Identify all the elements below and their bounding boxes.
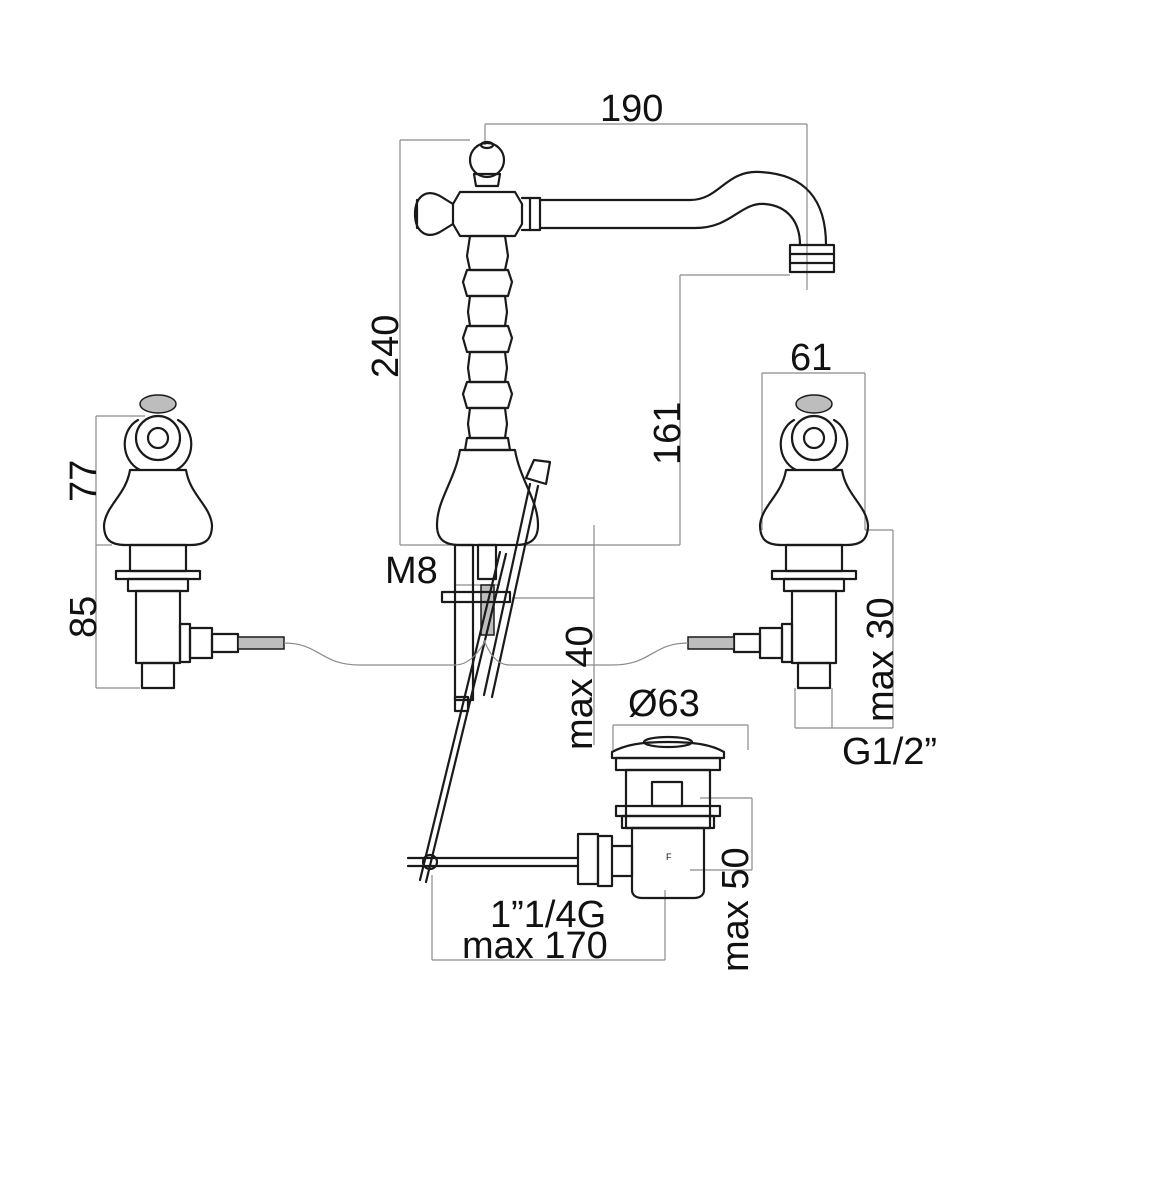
dim-valve-connection: G1/2”: [842, 731, 937, 773]
dim-handle-height: 77: [63, 460, 105, 502]
spout-body: [413, 140, 836, 884]
dim-mounting-thread: M8: [385, 550, 438, 592]
right-valve: [687, 394, 870, 690]
svg-text:F: F: [666, 852, 672, 862]
dim-spout-height: 161: [647, 402, 689, 465]
dim-max-drain-height: max 50: [715, 847, 757, 972]
dim-overall-length: 190: [600, 88, 663, 130]
dim-max-deck-valves: max 30: [860, 597, 902, 722]
dim-overall-height: 240: [365, 315, 407, 378]
flexible-hoses: [283, 639, 689, 666]
dimension-lines: [95, 123, 894, 961]
dim-handle-width: 61: [790, 337, 832, 379]
dim-max-drain-length: max 170: [462, 925, 608, 967]
popup-drain: F: [406, 735, 726, 900]
left-valve: [102, 394, 285, 690]
dim-valve-body-height: 85: [63, 596, 105, 638]
dim-drain-thread: 1”1/4G: [490, 894, 606, 936]
dim-drain-diameter: Ø63: [628, 683, 700, 725]
dim-max-deck-spout: max 40: [559, 625, 601, 750]
